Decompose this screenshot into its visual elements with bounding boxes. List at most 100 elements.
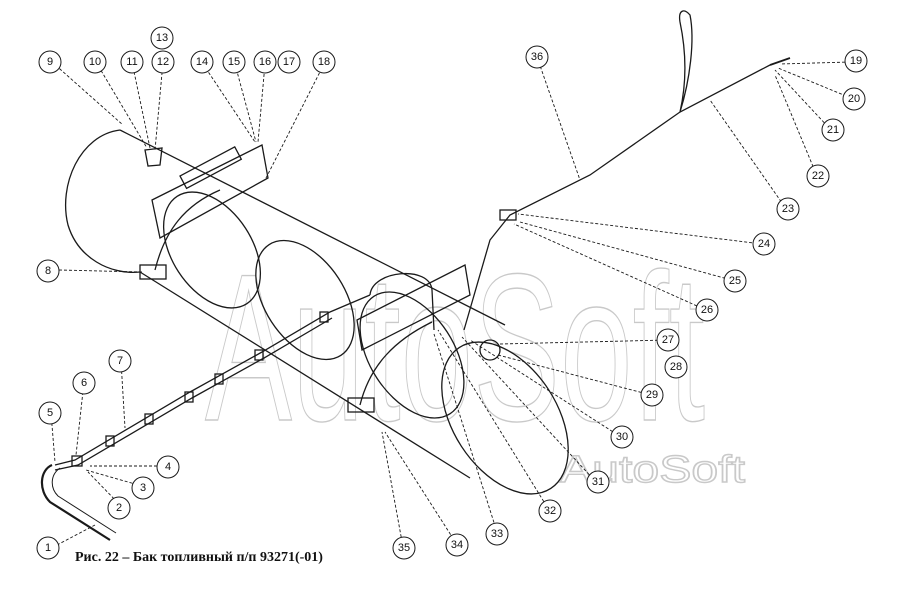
inlet-pipe xyxy=(40,463,111,541)
callout-30: 30 xyxy=(610,425,634,449)
callout-number: 14 xyxy=(196,56,208,68)
tank-band-ring-3 xyxy=(359,291,465,419)
callout-25: 25 xyxy=(723,269,747,293)
callout-10: 10 xyxy=(83,50,107,74)
leader-31 xyxy=(461,336,597,483)
callout-28: 28 xyxy=(664,355,688,379)
fuel-hose-inner xyxy=(54,317,333,471)
callout-circle xyxy=(806,164,830,188)
callout-circle xyxy=(38,401,62,425)
callout-circle xyxy=(821,118,845,142)
callout-12: 12 xyxy=(151,50,175,74)
leader-32 xyxy=(437,329,550,511)
leader-20 xyxy=(777,67,852,99)
callout-number: 23 xyxy=(782,203,794,215)
callout-22: 22 xyxy=(806,164,830,188)
callout-number: 10 xyxy=(89,56,101,68)
callout-33: 33 xyxy=(485,522,509,546)
leader-26 xyxy=(513,223,707,311)
callout-number: 25 xyxy=(729,275,741,287)
leader-36 xyxy=(536,56,581,181)
callout-16: 16 xyxy=(253,50,277,74)
callout-circle xyxy=(640,383,664,407)
callout-5: 5 xyxy=(38,401,62,425)
callout-21: 21 xyxy=(821,118,845,142)
callout-35: 35 xyxy=(392,536,416,560)
callout-circle xyxy=(108,349,132,373)
callout-circle xyxy=(695,298,719,322)
callout-18: 18 xyxy=(312,50,336,74)
level-sensor xyxy=(479,339,501,361)
leader-1 xyxy=(56,524,96,546)
watermark: AutoSoft AutoSoft xyxy=(204,229,746,491)
callout-11: 11 xyxy=(120,50,144,74)
callout-29: 29 xyxy=(640,383,664,407)
callout-number: 28 xyxy=(670,361,682,373)
callout-circle xyxy=(222,50,246,74)
leader-29 xyxy=(497,354,652,396)
callout-number: 21 xyxy=(827,124,839,136)
callout-circle xyxy=(538,499,562,523)
leader-5 xyxy=(50,412,56,463)
callout-circle xyxy=(150,26,174,50)
callout-circle xyxy=(445,533,469,557)
callout-number: 4 xyxy=(165,461,171,473)
callout-36: 36 xyxy=(525,45,549,69)
callout-circle xyxy=(723,269,747,293)
callout-circle xyxy=(844,49,868,73)
callout-circle xyxy=(586,470,610,494)
inlet-pipe-inner xyxy=(51,467,117,534)
leader-15 xyxy=(234,63,257,143)
callout-circle xyxy=(656,328,680,352)
callout-circle xyxy=(72,371,96,395)
leader-9 xyxy=(51,61,124,126)
callout-circle xyxy=(131,476,155,500)
tank-rear-cap xyxy=(64,129,141,273)
leader-35 xyxy=(381,431,404,548)
bracket-1-slot xyxy=(179,146,243,190)
leader-18 xyxy=(264,63,325,181)
callout-number: 11 xyxy=(126,56,137,68)
callout-32: 32 xyxy=(538,499,562,523)
u-tube xyxy=(369,272,435,331)
callout-number: 3 xyxy=(140,482,146,494)
leader-14 xyxy=(202,63,256,143)
callout-circle xyxy=(776,197,800,221)
callout-number: 8 xyxy=(45,265,51,277)
callout-circle xyxy=(190,50,214,74)
leader-21 xyxy=(774,69,832,131)
callout-4: 4 xyxy=(156,455,180,479)
callout-circle xyxy=(485,522,509,546)
wire-connector xyxy=(499,209,517,221)
leader-22 xyxy=(774,74,818,177)
callout-20: 20 xyxy=(842,87,866,111)
leader-16 xyxy=(257,63,266,143)
tank-front-cap xyxy=(441,341,569,495)
callout-circle xyxy=(842,87,866,111)
callout-number: 26 xyxy=(701,304,713,316)
callout-number: 19 xyxy=(850,55,862,67)
leader-27 xyxy=(499,339,669,345)
callout-19: 19 xyxy=(844,49,868,73)
callout-circle xyxy=(156,455,180,479)
tank-band-ring-2 xyxy=(255,239,355,361)
callout-number: 32 xyxy=(544,505,556,517)
callout-number: 31 xyxy=(592,476,604,488)
callout-circle xyxy=(664,355,688,379)
leader-12 xyxy=(154,61,164,151)
callout-23: 23 xyxy=(776,197,800,221)
wire-end xyxy=(769,57,791,66)
leader-lines xyxy=(50,56,852,548)
callout-9: 9 xyxy=(38,50,62,74)
sensor-wire xyxy=(463,64,771,331)
callout-circle xyxy=(752,232,776,256)
callout-26: 26 xyxy=(695,298,719,322)
callout-number: 36 xyxy=(531,51,543,63)
callout-number: 1 xyxy=(45,542,51,554)
leader-23 xyxy=(709,99,788,211)
callout-number: 15 xyxy=(228,56,240,68)
leader-11 xyxy=(131,61,151,149)
leader-34 xyxy=(384,431,457,544)
